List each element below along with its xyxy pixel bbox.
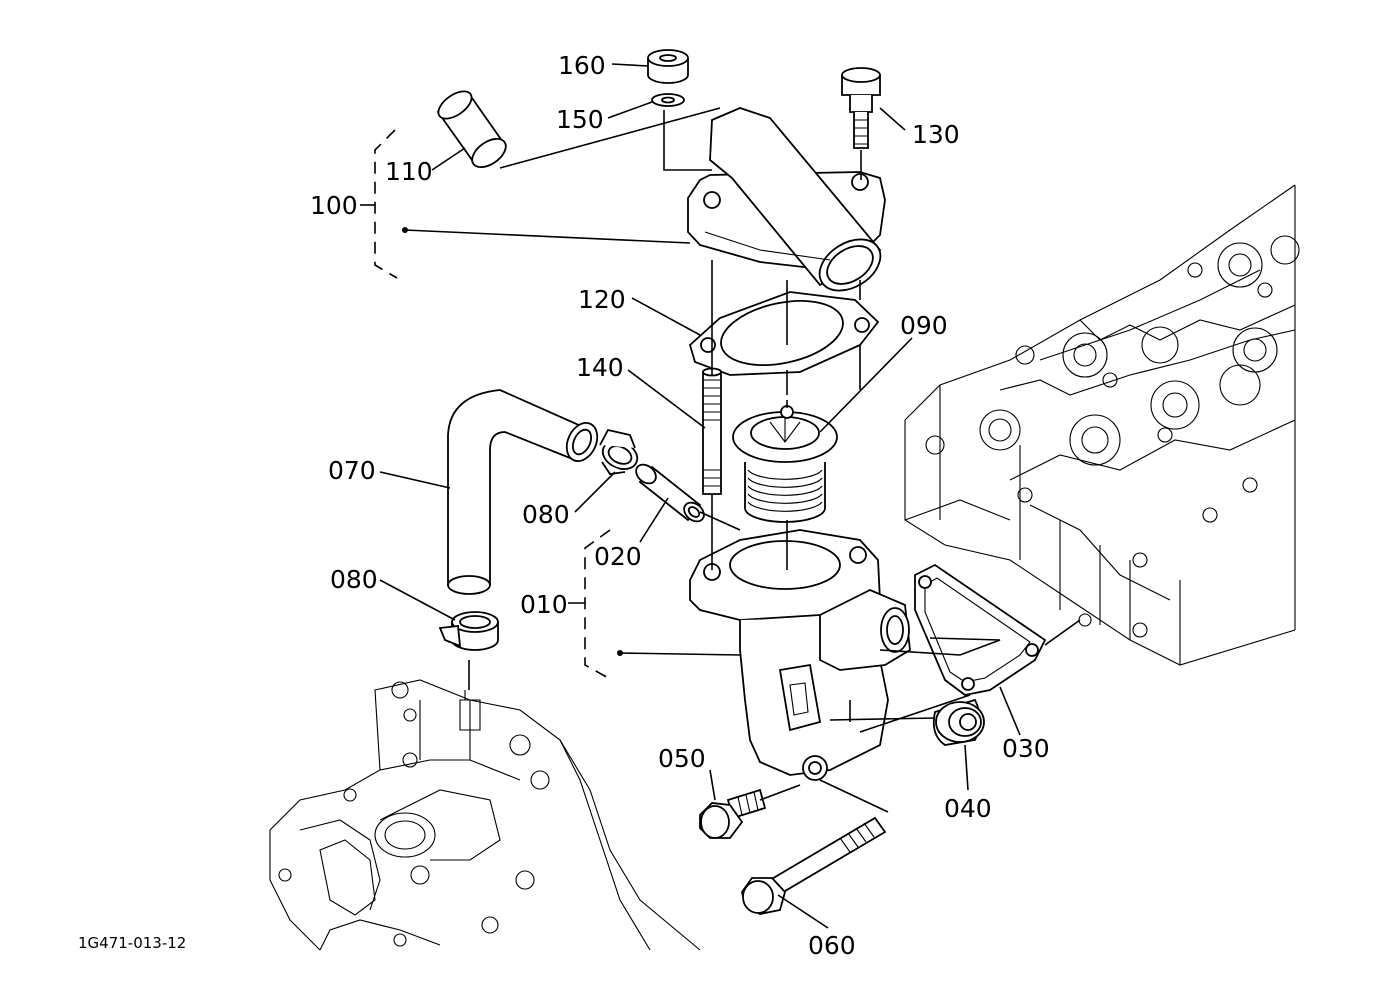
part-160-nut [647,49,689,84]
part-080-hose-clip-lower [438,611,499,651]
callout-040: 040 [944,794,992,823]
assembly-lines [468,107,1081,813]
part-140-stud [702,367,722,495]
part-020-pipe [635,463,705,523]
part-090-thermostat [732,400,838,523]
part-120-gasket [688,291,880,376]
callout-010: 010 [520,590,568,619]
callout-labels: 160 150 130 110 100 120 090 140 070 080 … [78,51,1050,960]
callout-150: 150 [556,105,604,134]
callout-130: 130 [912,120,960,149]
part-070-bent-hose [447,389,599,595]
group-bracket-100 [360,129,691,279]
callout-020: 020 [594,542,642,571]
part-080-hose-clip-upper [599,428,639,475]
part-030-gasket [914,563,1047,696]
callout-160: 160 [558,51,606,80]
callout-070: 070 [328,456,376,485]
callout-060: 060 [808,931,856,960]
part-040-plug [932,698,985,746]
callout-100: 100 [310,191,358,220]
cylinder-head-outline [904,184,1300,666]
callout-110: 110 [385,157,433,186]
callout-140: 140 [576,353,624,382]
callout-080-upper: 080 [522,500,570,529]
part-130-bolt [841,67,881,149]
callout-050: 050 [658,744,706,773]
callout-080-lower: 080 [330,565,378,594]
leader-lines [379,63,1021,929]
drawing-code: 1G471-013-12 [78,934,186,952]
callout-030: 030 [1002,734,1050,763]
part-110-hose [436,90,507,169]
part-050-bolt [699,788,767,839]
part-100-outlet-flange [687,107,886,292]
part-010-thermostat-housing [689,529,911,781]
part-150-washer [651,93,685,107]
part-060-long-bolt [741,816,887,915]
water-pump-outline [269,679,701,951]
callout-090: 090 [900,311,948,340]
group-bracket-010 [568,529,741,681]
callout-120: 120 [578,285,626,314]
